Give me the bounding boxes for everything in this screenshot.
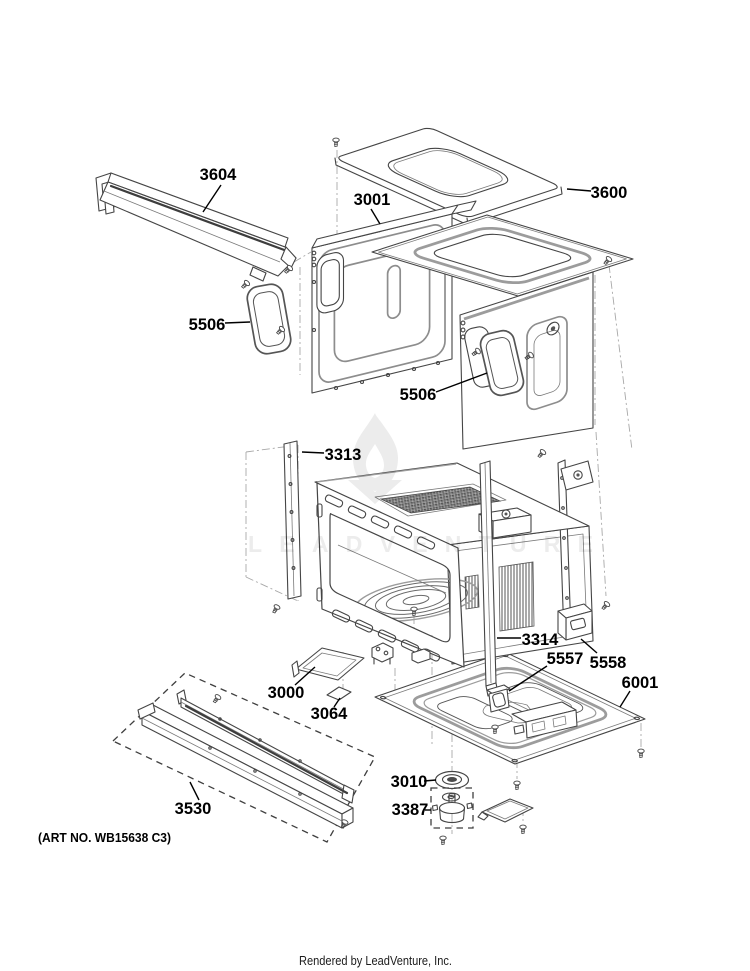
screw-icon [270,603,282,615]
part-number-label: 3064 [311,705,349,723]
part-5557-bracket [486,684,511,713]
screw-icon [332,137,340,147]
callout-3000: 3000 [268,666,316,702]
callout-3314: 3314 [497,631,559,649]
part-3064-clip [326,686,352,701]
part-number-label: 6001 [622,674,659,692]
latch-bracket [511,701,578,739]
part-number-label: 5506 [400,386,437,404]
turntable-motor [431,792,473,824]
screw-icon [599,600,612,612]
render-credit: Rendered by LeadVenture, Inc. [299,953,452,968]
flame-v-logo-icon [348,413,402,504]
part-number-label: 3604 [200,166,238,184]
part-number-label: 5506 [189,316,226,334]
grill-hatch [379,486,502,514]
part-number-label: 3313 [325,446,362,464]
screw-icon [535,448,548,460]
callout-3530: 3530 [175,781,212,818]
part-number-label: 5557 [547,650,584,668]
part-number-label: 3314 [522,631,560,649]
screw-icon [513,780,521,790]
part-5506-gasket-left [245,282,292,355]
part-5558-bracket [557,603,593,641]
part-3314-channel [479,460,499,697]
screw-icon [439,835,447,845]
part-5506-gasket-right [478,328,525,397]
callouts: 3604 3001 3600 5506 5506 3313 3314 5557 [175,166,659,819]
callout-3010: 3010 [391,773,437,791]
part-number-label: 3387 [392,801,429,819]
front-frame [316,482,465,668]
bottom-clip [371,642,431,665]
screw-icon [519,824,527,834]
part-number-label: 5558 [590,654,627,672]
part-6001-base-plate [375,652,645,764]
callout-3313: 3313 [301,446,362,464]
callout-3001: 3001 [354,191,391,225]
callout-3600: 3600 [566,184,628,202]
window-cutout [317,251,344,315]
part-3313-rail [283,440,302,600]
part-3604-trim-bracket [95,172,297,282]
callout-6001: 6001 [619,674,659,708]
callout-5506-left: 5506 [189,316,251,334]
part-number-label: 3001 [354,191,391,209]
part-number-label: 3600 [591,184,628,202]
part-3387-motor [430,787,474,829]
screw-icon [637,748,645,758]
part-number-label: 3530 [175,800,212,818]
part-number-label: 3010 [391,773,428,791]
screw-icon [410,606,418,616]
part-3000-cover-plate [291,647,365,681]
part-3530-trim-rails [111,672,376,843]
callout-5558: 5558 [580,638,627,672]
part-number-label: 3000 [268,684,305,702]
part-right-side-panel [459,271,594,450]
vent-grille-large [498,561,535,632]
waveguide-cover-plate [477,798,534,823]
part-3010-coupler [434,770,470,790]
callout-5557: 5557 [508,650,584,692]
callout-5506-right: 5506 [400,372,488,404]
art-number: (ART NO. WB15638 C3) [38,830,171,845]
vent-grille-small [464,574,480,610]
part-cavity-assembly [314,459,594,713]
screw-icon [239,278,252,291]
callout-3604: 3604 [200,166,238,213]
screw-icon [211,693,223,705]
callout-3064: 3064 [311,697,349,723]
callout-3387: 3387 [392,801,431,819]
